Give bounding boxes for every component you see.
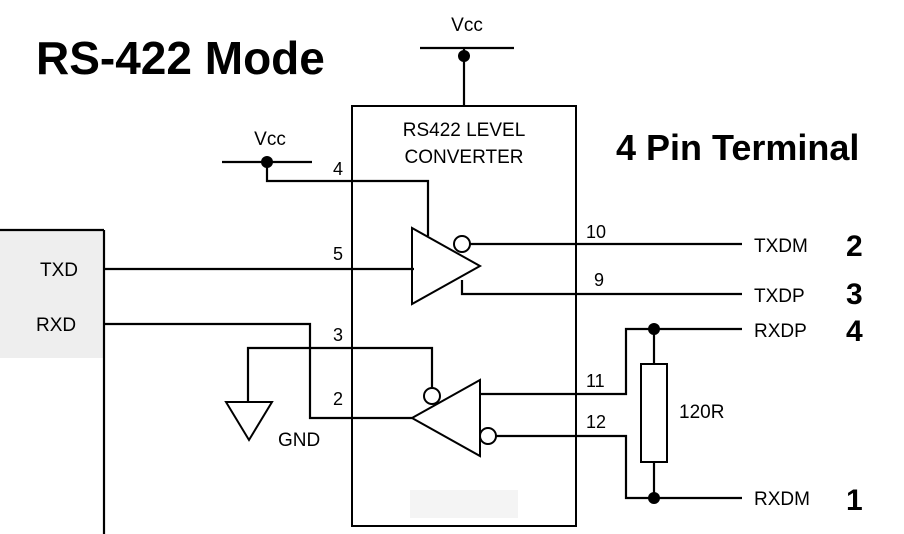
tx-driver-triangle <box>411 226 483 306</box>
vcc-top-label: Vcc <box>451 15 483 36</box>
pin-4-label: 4 <box>333 159 343 179</box>
txdp-wire <box>460 280 742 296</box>
rxdp-node <box>648 323 660 335</box>
terminal-heading: 4 Pin Terminal <box>616 127 859 168</box>
terminal-name-rxdp: RXDP <box>754 321 807 342</box>
termination-resistor <box>640 363 668 463</box>
pin-11-label: 11 <box>586 371 605 391</box>
pin-5-label: 5 <box>333 244 343 264</box>
terminal-name-txdm: TXDM <box>754 236 808 257</box>
diagram-title: RS-422 Mode <box>36 32 325 84</box>
pin-2-label: 2 <box>333 389 343 409</box>
txd-label: TXD <box>40 260 78 281</box>
terminal-number-txdp: 3 <box>846 278 863 311</box>
pin-10-label: 10 <box>586 222 606 242</box>
ground-symbol <box>224 401 274 442</box>
terminal-number-rxdp: 4 <box>846 315 863 348</box>
rxdm-node <box>648 492 660 504</box>
terminal-number-txdm: 2 <box>846 230 863 263</box>
rx-receiver-triangle <box>409 378 481 458</box>
rxd-label: RXD <box>36 315 76 336</box>
rxd-wire <box>104 322 412 420</box>
gnd-label: GND <box>278 430 320 451</box>
rxdm-wire <box>496 434 742 500</box>
pin-12-label: 12 <box>586 412 606 432</box>
tx-inverting-bubble <box>453 235 471 253</box>
pin4-wire <box>265 162 430 236</box>
vcc-left-label: Vcc <box>254 129 286 150</box>
converter-label-line2: CONVERTER <box>405 147 524 168</box>
pin3-gnd-wire <box>246 346 434 402</box>
terminal-name-txdp: TXDP <box>754 286 805 307</box>
rx-inverting-bubble <box>479 427 497 445</box>
pin-3-label: 3 <box>333 325 343 345</box>
host-panel-shade <box>0 230 104 358</box>
resistor-label: 120R <box>679 402 724 423</box>
converter-ic-box <box>351 105 577 527</box>
ic-label-shade <box>410 490 518 518</box>
pin-9-label: 9 <box>594 270 604 290</box>
terminal-number-rxdm: 1 <box>846 484 863 517</box>
vcc-top-node <box>458 50 470 62</box>
rxdp-wire <box>480 327 742 396</box>
converter-label-line1: RS422 LEVEL <box>403 120 526 141</box>
rx-enable-bubble <box>423 387 441 405</box>
terminal-name-rxdm: RXDM <box>754 489 810 510</box>
